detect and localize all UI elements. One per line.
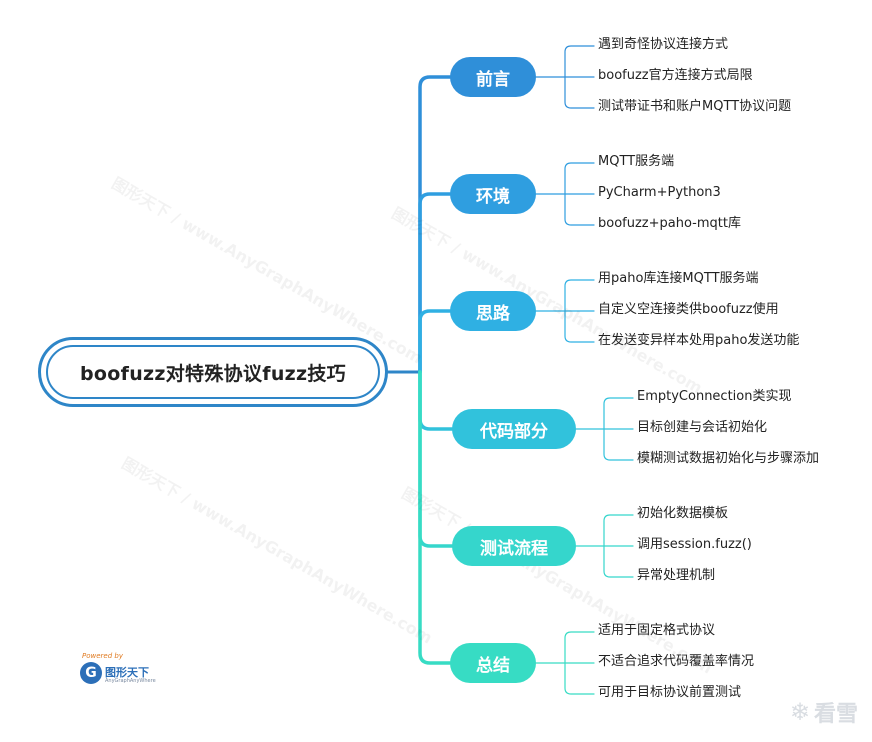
leaf-node[interactable]: 在发送变异样本处用paho发送功能 — [598, 333, 800, 348]
logo-sub-text: AnyGraphAnyWhere — [105, 678, 156, 684]
leaf-node[interactable]: 适用于固定格式协议 — [598, 623, 716, 638]
leaf-connector — [603, 514, 634, 547]
leaf-node[interactable]: EmptyConnection类实现 — [637, 389, 792, 404]
leaf-connector — [564, 162, 595, 195]
branch-node[interactable]: 代码部分 — [452, 409, 576, 449]
leaf-node[interactable]: 用paho库连接MQTT服务端 — [598, 271, 759, 286]
leaf-connector — [564, 193, 595, 226]
leaf-node[interactable]: 初始化数据模板 — [637, 506, 729, 521]
logo-mark-icon: G — [80, 662, 102, 684]
leaf-node[interactable]: 调用session.fuzz() — [637, 537, 752, 552]
leaf-connector — [564, 76, 595, 109]
branch-node[interactable]: 环境 — [450, 174, 536, 214]
snowflake-icon: ❄ — [789, 698, 810, 726]
leaf-node[interactable]: 不适合追求代码覆盖率情况 — [598, 654, 755, 669]
branch-connector — [418, 370, 454, 431]
leaf-connector — [603, 428, 634, 461]
branch-node[interactable]: 测试流程 — [452, 526, 576, 566]
root-node[interactable]: boofuzz对特殊协议fuzz技巧 — [38, 337, 388, 407]
branch-connector — [418, 75, 452, 374]
branch-node[interactable]: 思路 — [450, 291, 536, 331]
leaf-node[interactable]: 测试带证书和账户MQTT协议问题 — [598, 99, 792, 114]
leaf-connector — [564, 310, 595, 343]
leaf-connector — [564, 631, 595, 664]
leaf-connector — [603, 545, 634, 578]
branch-connector — [418, 309, 452, 374]
leaf-connector — [603, 397, 634, 430]
branch-node[interactable]: 总结 — [450, 643, 536, 683]
leaf-connector — [564, 45, 595, 78]
leaf-node[interactable]: boofuzz+paho-mqtt库 — [598, 216, 741, 231]
watermark-text: 看雪 — [813, 702, 858, 727]
branch-node[interactable]: 前言 — [450, 57, 536, 97]
root-label: boofuzz对特殊协议fuzz技巧 — [46, 345, 380, 399]
branch-connector — [418, 370, 452, 665]
leaf-node[interactable]: 目标创建与会话初始化 — [637, 420, 768, 435]
leaf-node[interactable]: PyCharm+Python3 — [598, 185, 721, 200]
leaf-node[interactable]: 可用于目标协议前置测试 — [598, 685, 742, 700]
leaf-node[interactable]: boofuzz官方连接方式局限 — [598, 68, 753, 83]
logo-powered-text: Powered by — [82, 652, 123, 660]
kanxue-watermark: ❄ 看雪 — [790, 696, 858, 728]
leaf-node[interactable]: 自定义空连接类供boofuzz使用 — [598, 302, 779, 317]
leaf-node[interactable]: 异常处理机制 — [637, 568, 716, 583]
branch-connector — [418, 192, 452, 374]
graph-anywhere-logo: Powered by G 图形天下 AnyGraphAnyWhere — [80, 652, 164, 688]
leaf-node[interactable]: 模糊测试数据初始化与步骤添加 — [637, 451, 820, 466]
leaf-connector — [564, 662, 595, 695]
logo-brand-text: 图形天下 — [105, 666, 149, 679]
leaf-node[interactable]: MQTT服务端 — [598, 154, 675, 169]
leaf-node[interactable]: 遇到奇怪协议连接方式 — [598, 37, 729, 52]
branch-connector — [418, 370, 454, 548]
leaf-connector — [564, 279, 595, 312]
